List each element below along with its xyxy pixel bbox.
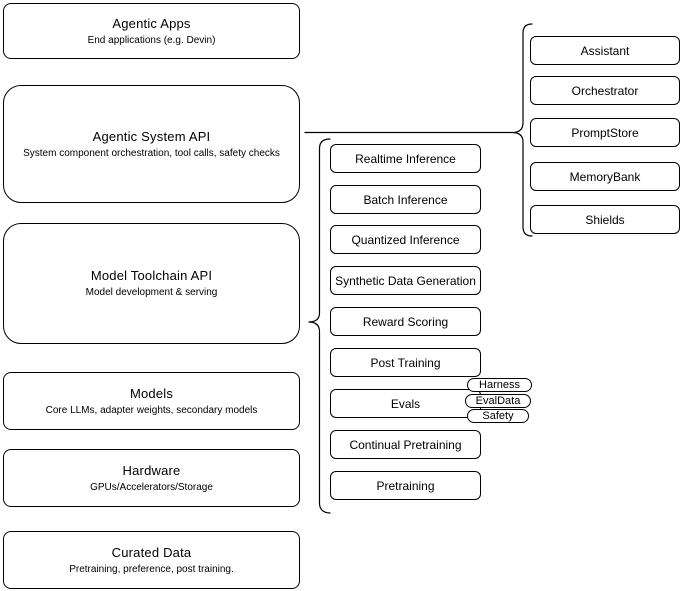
node-promptstore: PromptStore xyxy=(530,118,680,147)
node-title: Model Toolchain API xyxy=(90,268,213,283)
node-subtitle: System component orchestration, tool cal… xyxy=(23,147,280,159)
node-curated-data: Curated Data Pretraining, preference, po… xyxy=(3,531,300,589)
node-orchestrator: Orchestrator xyxy=(530,76,680,105)
node-agentic-apps: Agentic Apps End applications (e.g. Devi… xyxy=(3,3,300,59)
node-title: Agentic System API xyxy=(92,128,211,144)
node-continual-pretraining: Continual Pretraining xyxy=(330,430,481,459)
node-assistant: Assistant xyxy=(530,36,680,65)
node-synthetic-data-generation: Synthetic Data Generation xyxy=(330,266,481,295)
node-shields: Shields xyxy=(530,205,680,234)
node-realtime-inference: Realtime Inference xyxy=(330,144,481,173)
node-title: Hardware xyxy=(122,462,181,478)
node-subtitle: Model development & serving xyxy=(85,287,218,298)
node-evals: Evals xyxy=(330,389,481,418)
tag-evaldata: EvalData xyxy=(465,394,531,408)
node-hardware: Hardware GPUs/Accelerators/Storage xyxy=(3,449,300,507)
node-pretraining: Pretraining xyxy=(330,471,481,500)
tag-safety: Safety xyxy=(467,409,529,423)
node-title: Agentic Apps xyxy=(112,15,191,31)
tag-harness: Harness xyxy=(467,378,532,392)
node-quantized-inference: Quantized Inference xyxy=(330,225,481,254)
node-model-toolchain-api: Model Toolchain API Model development & … xyxy=(3,223,300,344)
node-memorybank: MemoryBank xyxy=(530,162,680,191)
node-reward-scoring: Reward Scoring xyxy=(330,307,481,336)
node-title: Models xyxy=(129,385,174,401)
node-subtitle: GPUs/Accelerators/Storage xyxy=(90,481,213,493)
brace-agentic-system-group xyxy=(511,23,533,237)
node-subtitle: Core LLMs, adapter weights, secondary mo… xyxy=(45,404,258,416)
brace-model-toolchain-group xyxy=(308,138,331,514)
node-subtitle: Pretraining, preference, post training. xyxy=(69,563,234,575)
node-subtitle: End applications (e.g. Devin) xyxy=(87,34,216,46)
node-batch-inference: Batch Inference xyxy=(330,185,481,214)
node-post-training: Post Training xyxy=(330,348,481,377)
node-agentic-system-api: Agentic System API System component orch… xyxy=(3,85,300,203)
node-title: Curated Data xyxy=(111,544,192,560)
node-models: Models Core LLMs, adapter weights, secon… xyxy=(3,372,300,430)
